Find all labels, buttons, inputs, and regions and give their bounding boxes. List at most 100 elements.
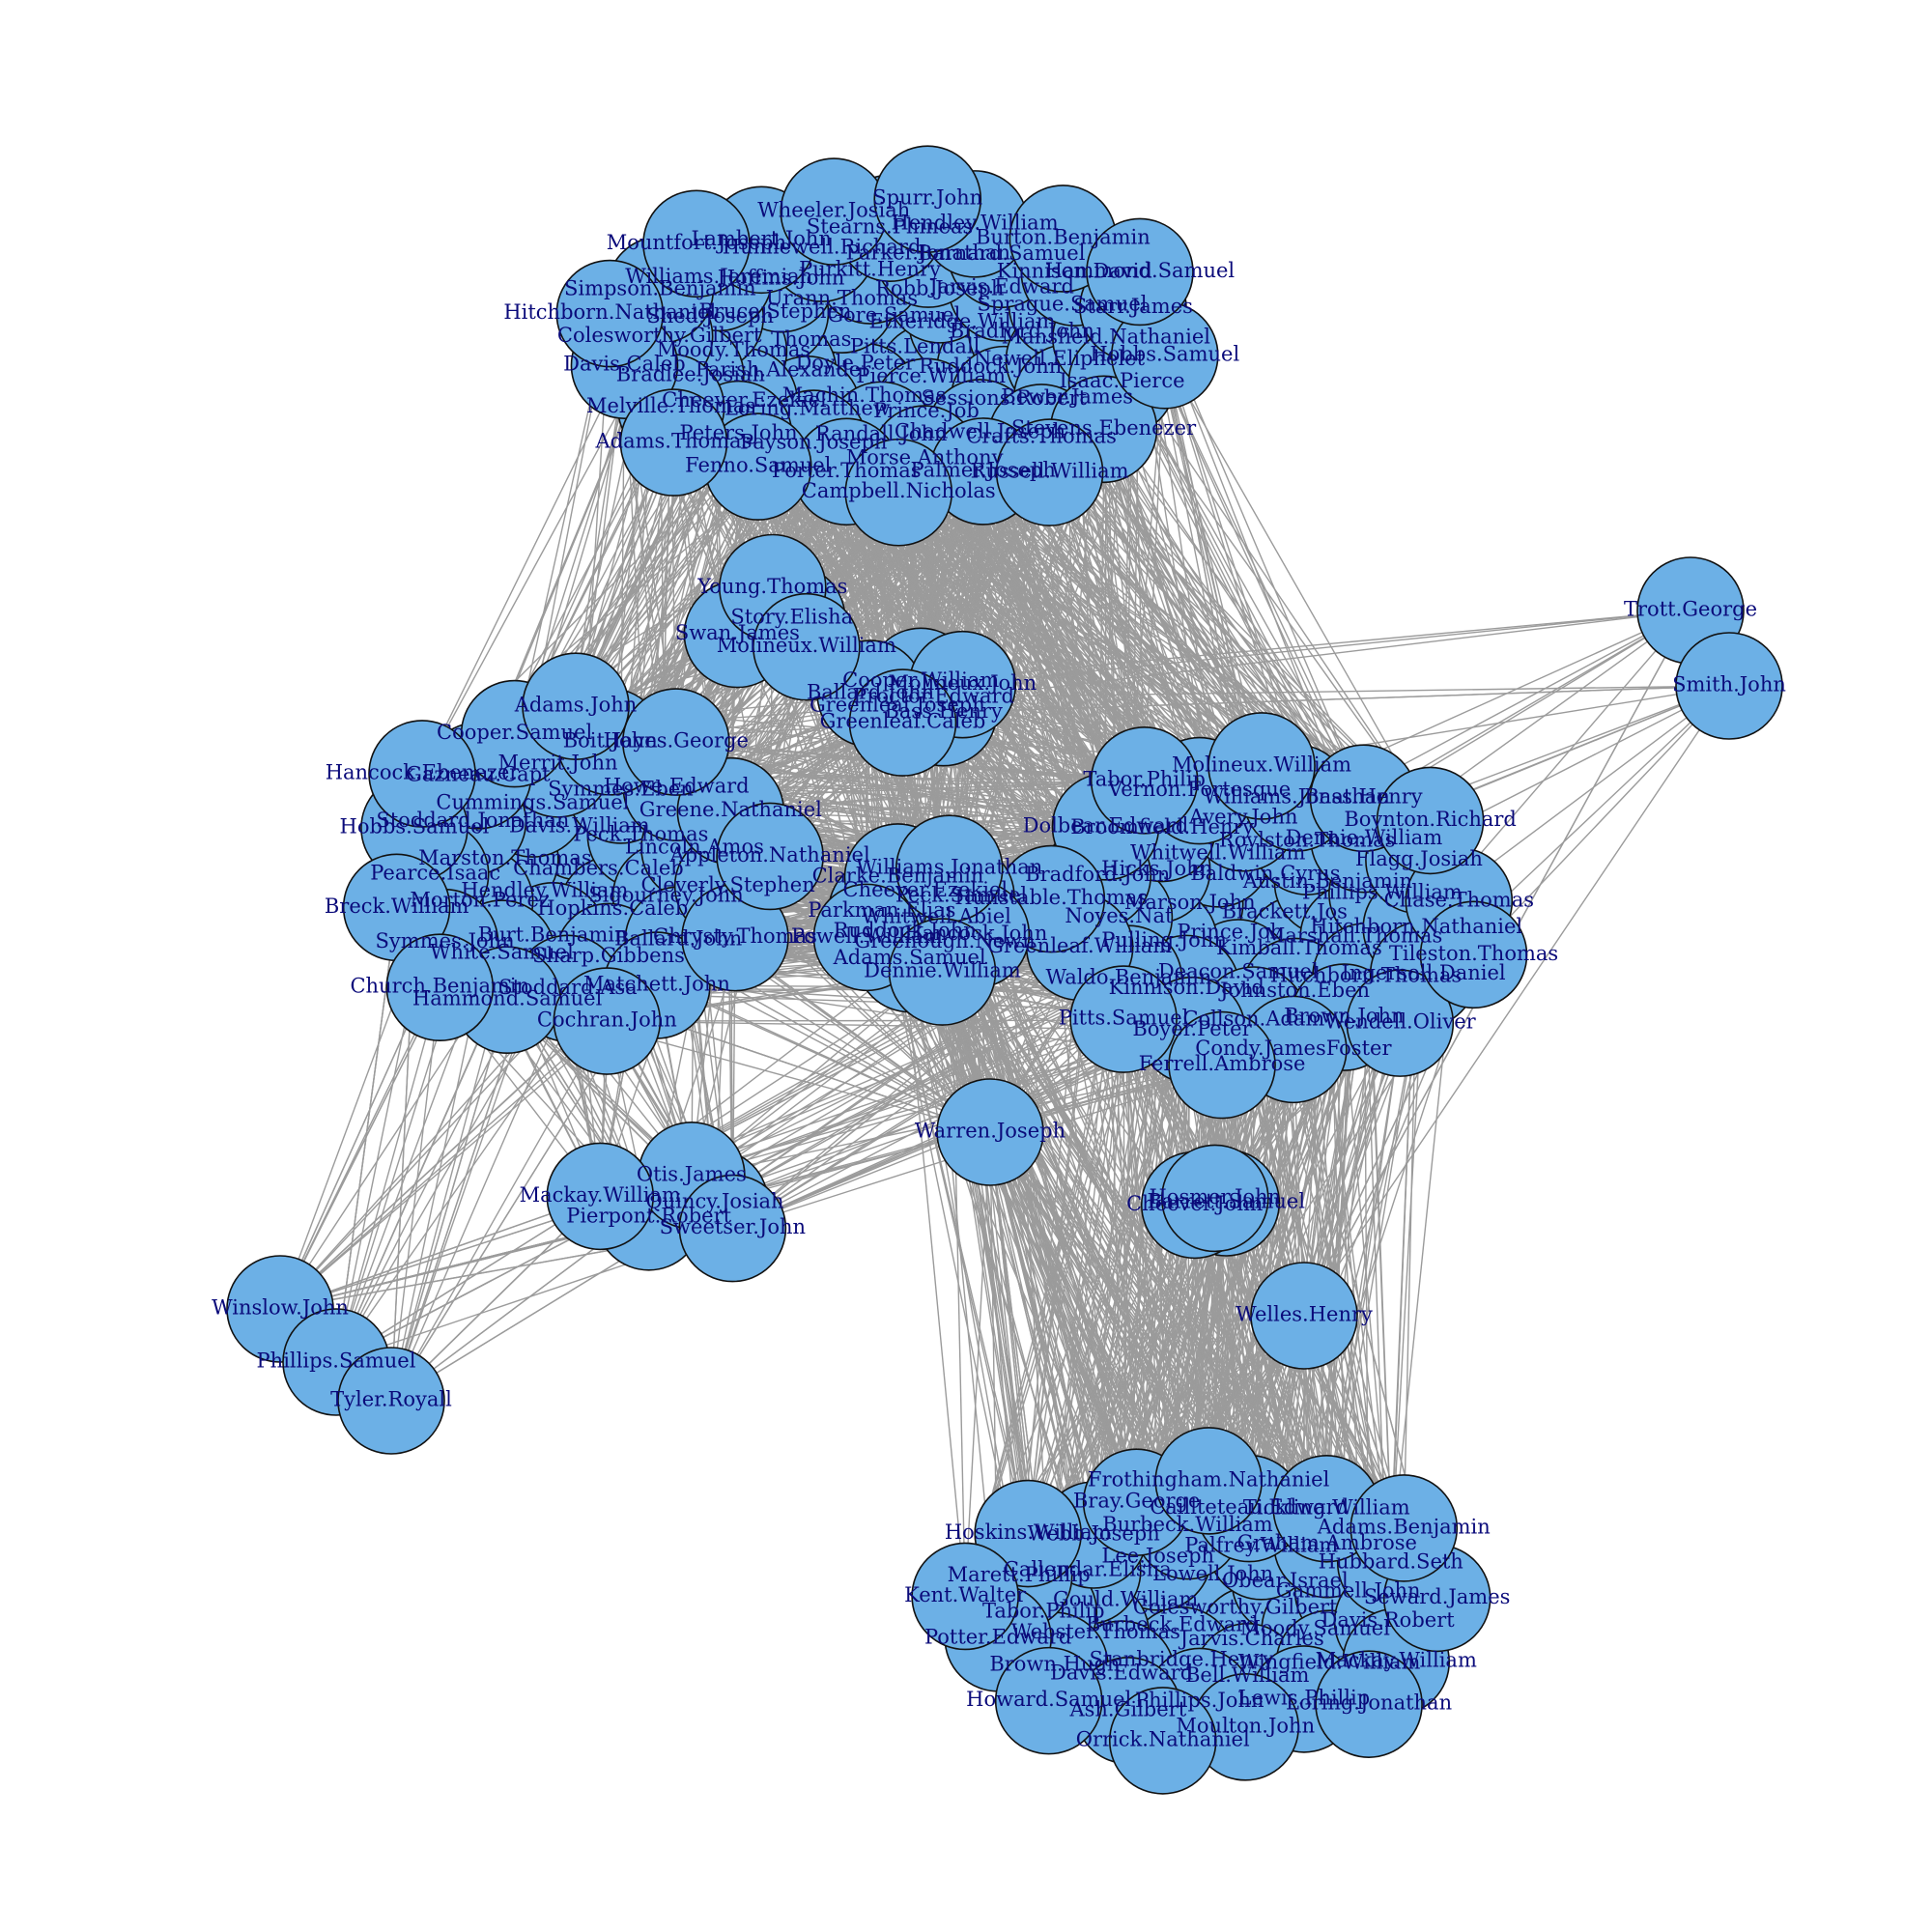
node-label: Starr.James <box>1073 295 1193 318</box>
node-label: Molineux.John <box>889 671 1037 695</box>
edge <box>964 1131 991 1597</box>
node-label: Hitchborn.Nathaniel <box>503 300 716 324</box>
node-label: Pitts.Samuel <box>1059 1007 1189 1030</box>
node-label: Bradford.John <box>1025 863 1170 886</box>
node-label: Burton.Benjamin <box>976 225 1151 248</box>
node-label: Greenleaf.Caleb <box>820 710 986 733</box>
node-label: Hayes.George <box>604 729 749 753</box>
node-label: Mountfort.Joseph <box>607 231 786 254</box>
node-label: Bass.Henry <box>1304 785 1422 809</box>
edge <box>390 1020 608 1402</box>
node-label: Fenno.Samuel <box>685 454 832 477</box>
node-label: Cleverly.Stephen <box>641 873 815 896</box>
node-label: Otis.James <box>637 1162 747 1185</box>
node-label: Young.Thomas <box>696 575 847 598</box>
node-label: Adams.Thomas <box>594 430 752 453</box>
node-label: Winslow.John <box>212 1296 349 1320</box>
edge <box>896 610 1691 707</box>
node-label: Adams.John <box>514 694 638 717</box>
node-label: Simpson.Benjamin <box>564 277 756 300</box>
node-adams-thomas[interactable] <box>619 388 728 497</box>
node-label: Symmes.John <box>376 929 515 952</box>
node-label: Powell.William <box>791 924 943 948</box>
node-label: Hobbs.Samuel <box>340 815 490 838</box>
node-label: Mackay.William <box>1316 1649 1477 1672</box>
node-label: Spurr.John <box>872 186 982 210</box>
node-spurr-john[interactable] <box>873 145 982 253</box>
node-label: Ferrell.Ambrose <box>1139 1052 1306 1075</box>
node-label: Potter.Edward <box>924 1625 1071 1648</box>
node-label: Waldo.Benjamin <box>1045 966 1211 989</box>
node-label: Wendell.Oliver <box>1324 1010 1477 1034</box>
edge <box>623 364 1182 1662</box>
node-label: Welles.Henry <box>1236 1303 1373 1326</box>
node-label: Church.Benjamin <box>350 975 529 998</box>
node-label: Campbell.Nicholas <box>802 479 996 502</box>
node-label: Chase.Thomas <box>1384 888 1534 911</box>
node-label: Greene.Nathaniel <box>639 798 822 821</box>
node-label: Frothingham.Nathaniel <box>1088 1467 1330 1491</box>
node-label: Flagg.Josiah <box>1355 847 1483 870</box>
nodes-layer <box>226 145 1783 1795</box>
node-hammond-samuel[interactable] <box>1086 217 1194 327</box>
node-label: Davis.Caleb <box>563 353 686 376</box>
node-label: Warren.Joseph <box>915 1120 1065 1143</box>
node-label: Kent.Walter <box>904 1583 1027 1606</box>
node-label: Hoskins.William <box>945 1520 1112 1544</box>
node-label: Matchett.John <box>583 973 730 996</box>
node-label: Howard.Samuel <box>966 1688 1131 1711</box>
node-label: Stevens.Ebenezer <box>1011 416 1197 440</box>
node-label: Isaac.Pierce <box>1059 369 1184 392</box>
node-label: Smith.John <box>1672 673 1786 696</box>
node-label: Dennie.William <box>864 959 1021 982</box>
node-label: Hancock.Ebenezer <box>326 760 521 783</box>
node-label: Brown.Hugh <box>989 1653 1120 1676</box>
node-label: Boynton.Richard <box>1344 808 1517 831</box>
node-label: Appleton.Nathaniel <box>668 843 870 867</box>
edge <box>881 911 1029 1534</box>
node-label: Bray.George <box>1073 1490 1201 1513</box>
edge <box>279 1195 601 1310</box>
node-russell-william[interactable] <box>995 418 1104 526</box>
node-label: Tileston.Thomas <box>1389 942 1558 965</box>
edge <box>1164 355 1432 821</box>
node-label: Trott.George <box>1624 598 1757 621</box>
node-campbell-nicholas[interactable] <box>844 438 953 547</box>
node-label: Davis.Robert <box>1321 1608 1455 1632</box>
edge <box>989 1131 1094 1536</box>
node-hitchborn-nathaniel[interactable] <box>555 259 665 368</box>
edge <box>1303 685 1730 1317</box>
node-label: Breck.William <box>325 895 469 918</box>
node-label: Pearce.Isaac <box>370 861 500 884</box>
node-label: Hobbs.Samuel <box>1090 342 1239 365</box>
node-label: Seward.James <box>1364 1585 1511 1608</box>
node-label: Howe.Edward <box>604 775 750 798</box>
node-label: Tyler.Royall <box>330 1388 452 1411</box>
node-label: Sweetser.John <box>660 1215 806 1238</box>
edge <box>335 987 440 1363</box>
edge <box>944 942 1327 1510</box>
node-label: Hubbard.Seth <box>1319 1549 1463 1573</box>
node-label: Hammond.Samuel <box>1045 259 1236 282</box>
node-label: Phillips.Samuel <box>257 1350 416 1373</box>
node-label: Tabor.Philip <box>1083 767 1206 790</box>
edge <box>979 432 1056 1666</box>
edge <box>941 971 1327 1510</box>
node-label: Adams.Benjamin <box>1317 1515 1491 1538</box>
node-label: Molineux.William <box>717 634 896 657</box>
node-label: Colesworthy.Gilbert <box>557 324 762 347</box>
node-label: Russell.William <box>971 460 1129 483</box>
edge <box>279 1020 608 1310</box>
node-label: Cooper.Samuel <box>437 721 592 744</box>
edge <box>1473 685 1730 955</box>
node-label: Cochran.John <box>537 1009 677 1032</box>
node-label: Williams.Jonathan <box>856 856 1042 879</box>
node-label: Orrick.Nathaniel <box>1076 1727 1250 1750</box>
edge <box>933 685 1730 698</box>
node-label: Dolbear.Edward <box>1023 813 1189 837</box>
edge <box>943 685 1730 714</box>
node-mountfort-joseph[interactable] <box>642 189 751 298</box>
node-label: Mackay.William <box>520 1183 681 1207</box>
node-label: Hitchborn.Nathaniel <box>1310 915 1522 938</box>
